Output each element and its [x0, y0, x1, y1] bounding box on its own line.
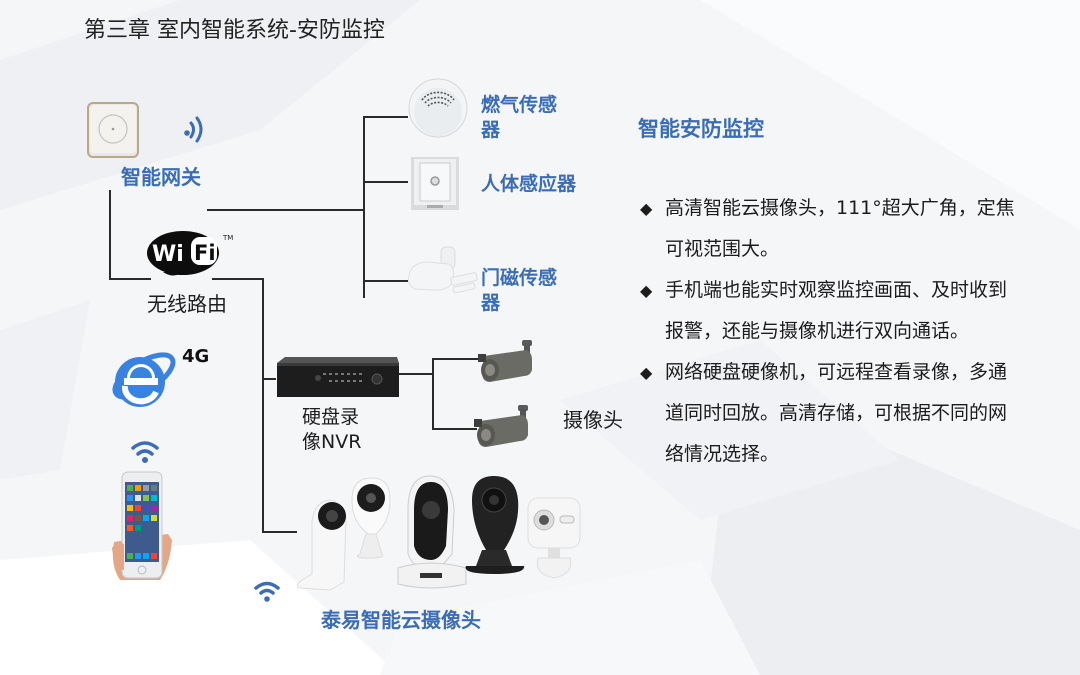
- bullet-item: ◆ 高清智能云摄像头，111°超大广角，定焦 可视范围大。: [640, 188, 1070, 270]
- connector-line: [262, 378, 276, 380]
- internet-explorer-icon: [104, 340, 180, 416]
- cloud-cameras-label: 泰易智能云摄像头: [321, 608, 481, 632]
- bullet-camera-icon: [478, 338, 538, 388]
- wifi-signal-icon: [130, 438, 160, 464]
- svg-text:Fi: Fi: [194, 241, 216, 265]
- svg-text:Wi: Wi: [152, 242, 184, 267]
- connector-line: [212, 278, 263, 280]
- diamond-bullet-icon: ◆: [640, 363, 653, 382]
- motion-sensor-icon: [411, 157, 459, 210]
- door-sensor-label: 门磁传感 器: [481, 267, 558, 314]
- connector-line: [109, 278, 151, 280]
- wireless-signal-icon: [182, 113, 206, 143]
- motion-sensor-label: 人体感应器: [481, 173, 577, 195]
- connector-line: [363, 116, 365, 298]
- bullet-item: ◆ 网络硬盘硬像机，可远程查看录像，多通 道同时回放。高清存储，可根据不同的网 …: [640, 352, 1070, 475]
- wifi-signal-icon: [253, 579, 281, 603]
- connector-line: [207, 209, 364, 211]
- bullet-item: ◆ 手机端也能实时观察监控画面、及时收到 报警，还能与摄像机进行双向通话。: [640, 270, 1070, 352]
- cameras-label: 摄像头: [563, 408, 623, 432]
- section-title: 智能安防监控: [638, 117, 764, 141]
- wifi-logo-icon: Wi Fi TM: [145, 228, 235, 278]
- 4g-label: 4G: [182, 346, 210, 367]
- svg-text:TM: TM: [222, 234, 233, 242]
- connector-line: [432, 358, 482, 360]
- connector-line: [109, 190, 111, 279]
- connector-line: [432, 428, 477, 430]
- gateway-label: 智能网关: [121, 165, 201, 189]
- bullet-list: ◆ 高清智能云摄像头，111°超大广角，定焦 可视范围大。 ◆ 手机端也能实时观…: [640, 188, 1070, 475]
- smartphone-icon: [110, 470, 176, 582]
- connector-line: [398, 373, 433, 375]
- connector-line: [432, 358, 434, 429]
- cloud-camera-icon: [290, 474, 590, 594]
- connector-line: [262, 531, 297, 533]
- page-title: 第三章 室内智能系统-安防监控: [84, 18, 385, 43]
- connector-line: [262, 278, 264, 532]
- diamond-bullet-icon: ◆: [640, 199, 653, 218]
- connector-line: [363, 181, 408, 183]
- gas-sensor-icon: [408, 78, 468, 138]
- connector-line: [363, 116, 408, 118]
- router-label: 无线路由: [147, 292, 227, 316]
- door-sensor-icon: [405, 245, 485, 300]
- connector-line: [363, 280, 408, 282]
- gas-sensor-label: 燃气传感 器: [481, 94, 558, 141]
- bullet-camera-icon: [474, 403, 534, 453]
- diamond-bullet-icon: ◆: [640, 281, 653, 300]
- gateway-device-icon: [86, 101, 140, 159]
- nvr-label: 硬盘录 像NVR: [302, 406, 362, 453]
- nvr-recorder-icon: [275, 355, 401, 399]
